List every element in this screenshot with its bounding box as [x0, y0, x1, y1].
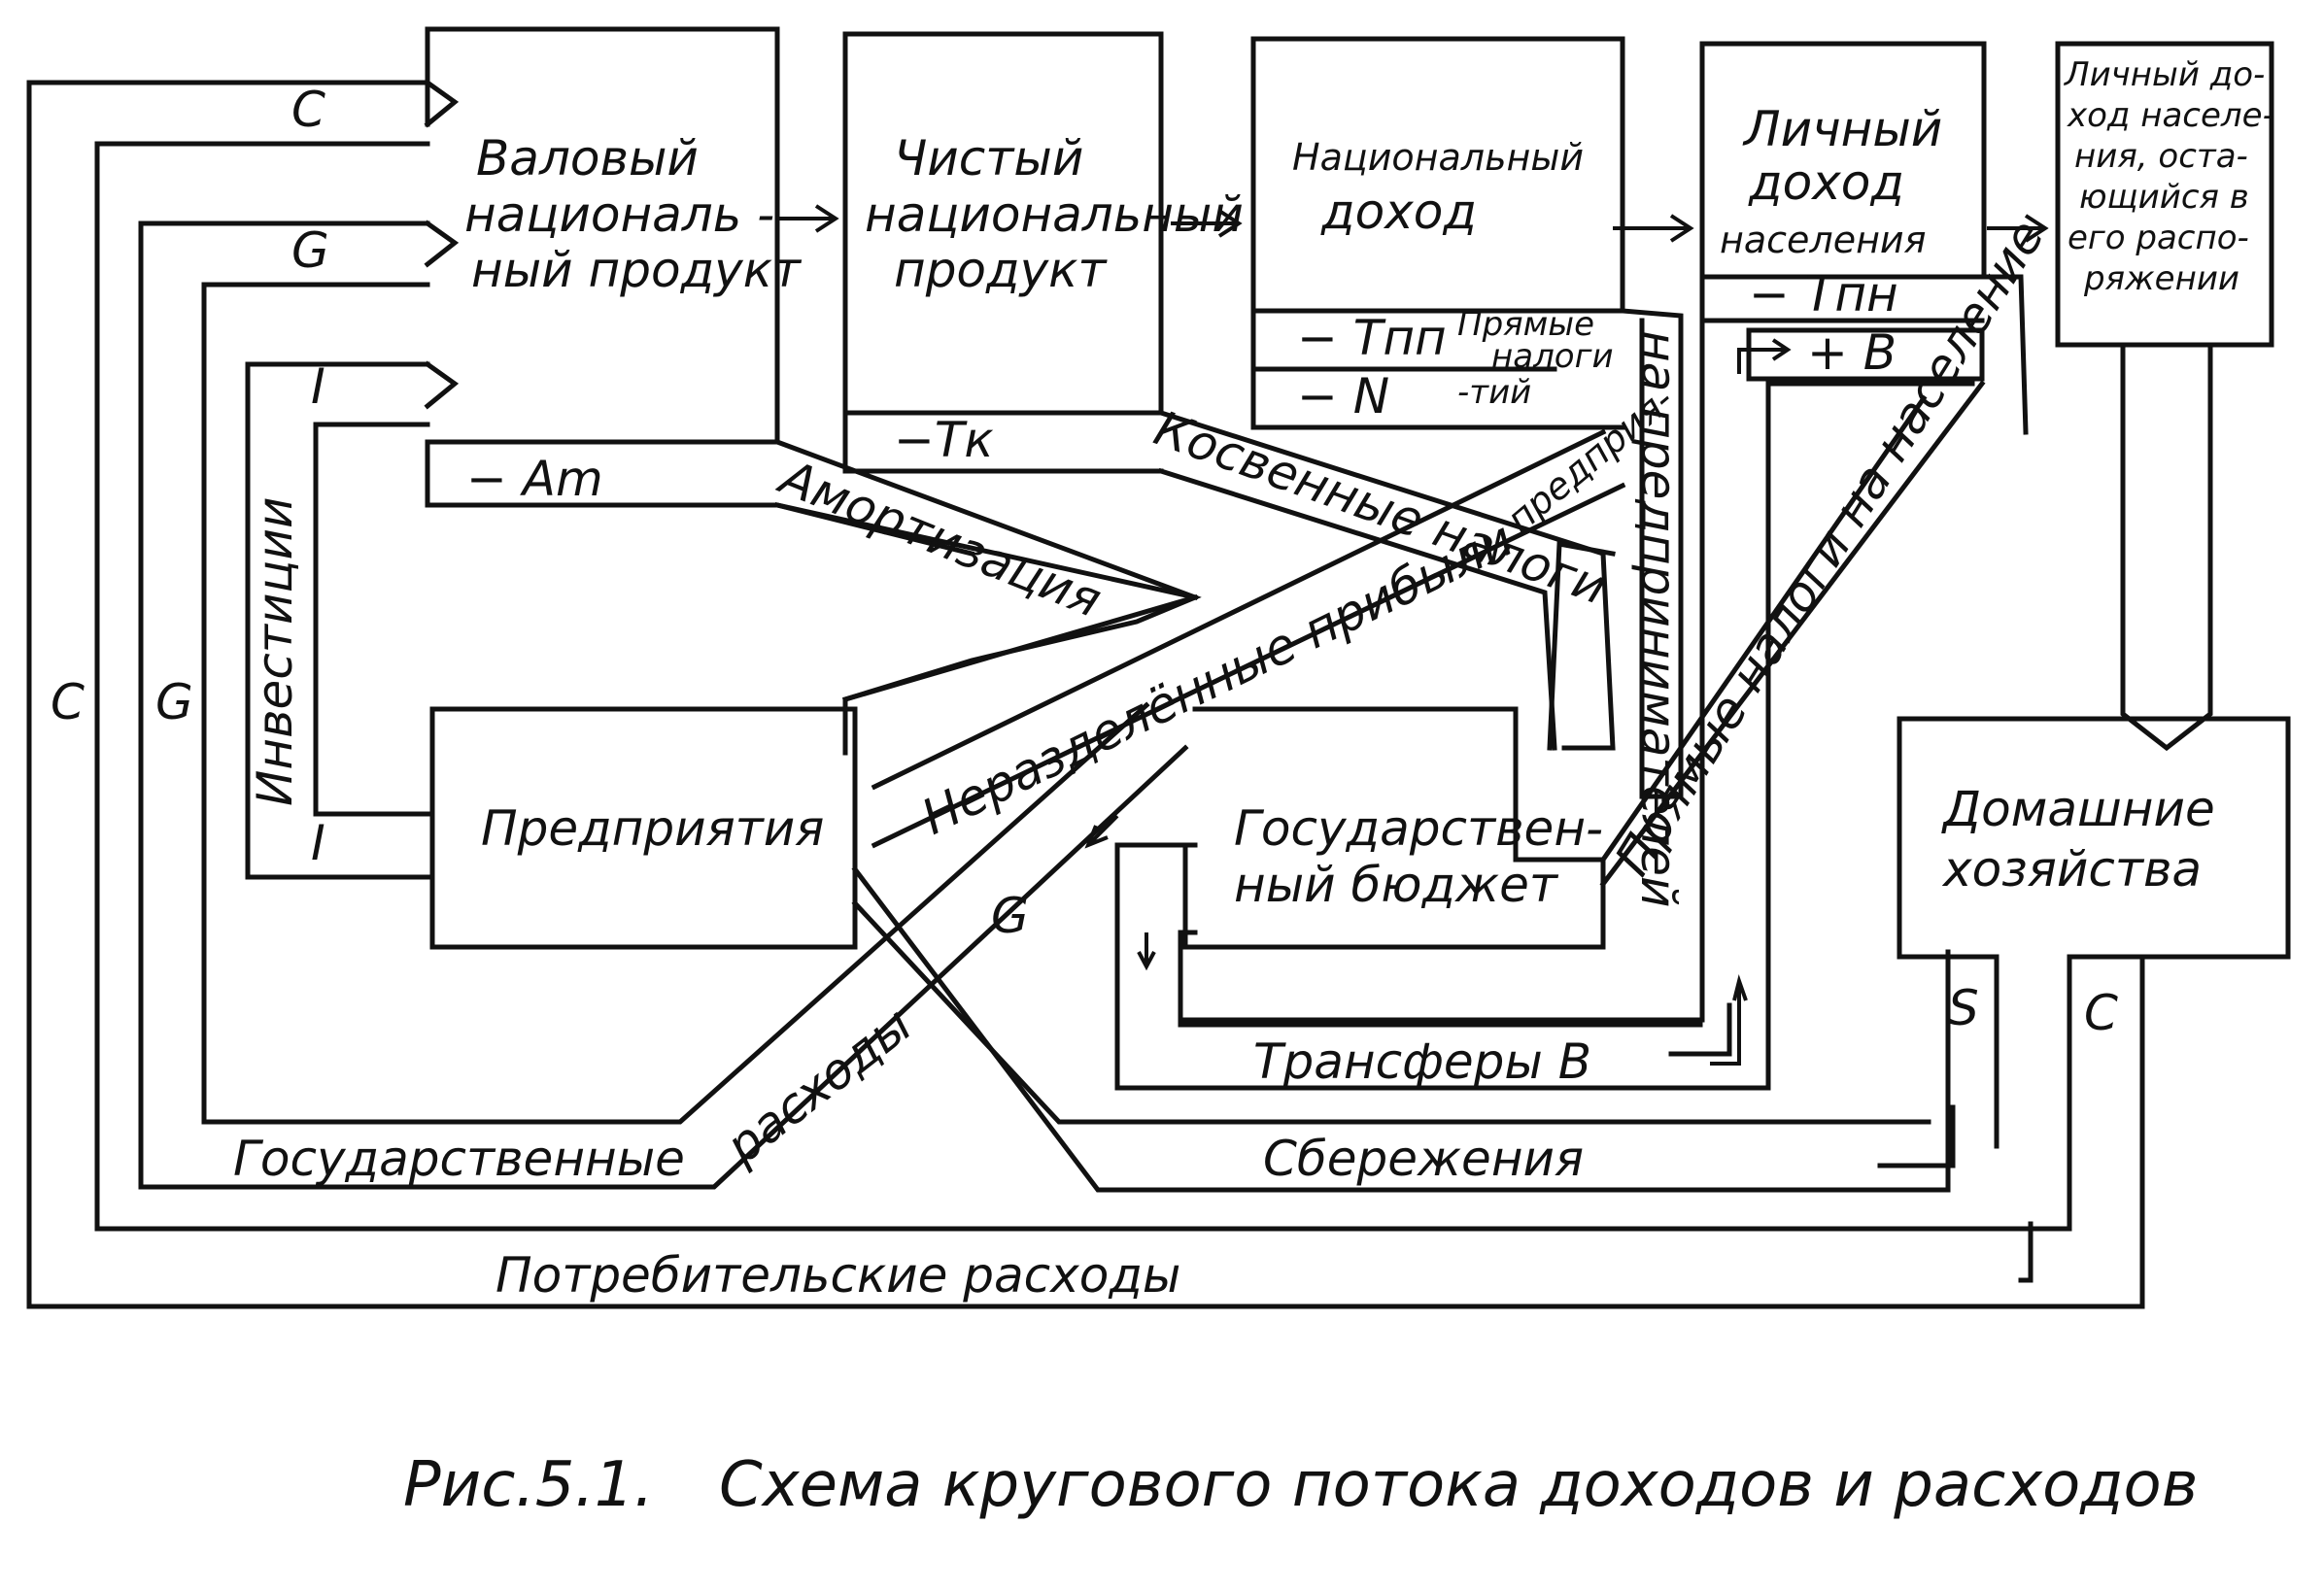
gnp-label-3: ный продукт [471, 242, 803, 298]
dpi-label-2: ход населе- [2067, 96, 2274, 135]
flow-g-left: G [155, 674, 193, 730]
firms-note: -тий [1457, 373, 1531, 412]
figure-caption: Схема кругового потока доходов и расходо… [719, 1449, 2198, 1521]
indirect-tax-deduction: −Tк [894, 412, 994, 468]
budget-box [1144, 706, 1606, 950]
investment-loop [245, 361, 435, 880]
retained-profits-band [871, 428, 1626, 849]
ni-label-2: доход [1320, 184, 1477, 240]
consumer-spending-loop [26, 80, 2145, 1309]
figure-number: Рис.5.1. [403, 1449, 654, 1521]
direct-taxes-band [1599, 380, 1986, 888]
dpi-box [2055, 41, 2274, 752]
nnp-label-2: национальный [865, 186, 1244, 243]
pi-label-1: Личный [1742, 101, 1942, 157]
pi-label-2: доход [1748, 154, 1904, 211]
amortization-band [774, 502, 1199, 703]
direct-tax-households-deduction: − Tпн [1749, 266, 1898, 322]
households-label-1: Домашние [1941, 781, 2215, 837]
indirect-taxes-band [1547, 541, 1616, 751]
households-label-2: хозяйства [1941, 841, 2202, 898]
flow-i-top: I [311, 358, 325, 415]
pi-box [1182, 41, 2029, 1023]
direct-taxes-note-1: Прямые [1457, 305, 1594, 344]
dpi-label-4: ющийся в [2079, 178, 2249, 217]
amortization-deduction: − Am [466, 451, 603, 507]
dpi-label-1: Личный до- [2063, 55, 2265, 94]
transfers-label: Трансферы В [1253, 1033, 1591, 1090]
savings-band [851, 865, 1956, 1193]
nnp-label-1: Чистый [894, 130, 1083, 186]
gnp-label-1: Валовый [476, 130, 699, 186]
gnp-input-arrows [424, 79, 460, 410]
investments-label: Инвестиции [247, 497, 303, 806]
savings-label: Сбережения [1263, 1131, 1584, 1187]
firms-label: Предприятия [481, 800, 824, 857]
direct-taxes-note-2: налоги [1491, 337, 1614, 376]
dpi-label-3: ния, оста- [2074, 137, 2248, 176]
flow-s: S [1948, 980, 1979, 1036]
firms-box [429, 706, 858, 950]
tax-on-firms-band [1639, 318, 1684, 799]
transfers-loop [1114, 381, 1975, 1091]
government-spending-loop [138, 220, 1189, 1190]
gov-expenses-label-1: Государственные [233, 1131, 685, 1187]
dpi-label-5: его распо- [2068, 219, 2249, 257]
nnp-label-3: продукт [894, 242, 1108, 298]
direct-tax-firms-deduction: − Tпп [1297, 310, 1447, 366]
tax-on-firms-label: на предпринимателей [1630, 330, 1687, 908]
flow-g-top: G [291, 222, 329, 279]
budget-label-1: Государствен- [1234, 800, 1603, 857]
pi-label-3: населения [1720, 219, 1926, 261]
amortization-label: Амортизация [770, 448, 1110, 628]
flow-arrows [777, 204, 2049, 1066]
budget-label-2: ный бюджет [1234, 857, 1559, 913]
flow-c-left: C [51, 674, 85, 730]
flow-c-right: C [2084, 985, 2118, 1041]
transfers-addition: + B [1807, 324, 1897, 381]
retained-profits-deduction: − N [1297, 368, 1389, 424]
dpi-label-6: ряжении [2083, 259, 2239, 298]
flow-g-diagonal: G [991, 888, 1029, 944]
consumer-spending-label: Потребительские расходы [496, 1247, 1180, 1304]
ni-label-1: Национальный [1292, 136, 1584, 179]
gnp-label-2: националь - [464, 186, 774, 243]
gov-expenses-label-2: расходы [715, 997, 922, 1175]
flow-c-top: C [291, 82, 325, 138]
flow-i-bottom: I [311, 815, 325, 871]
